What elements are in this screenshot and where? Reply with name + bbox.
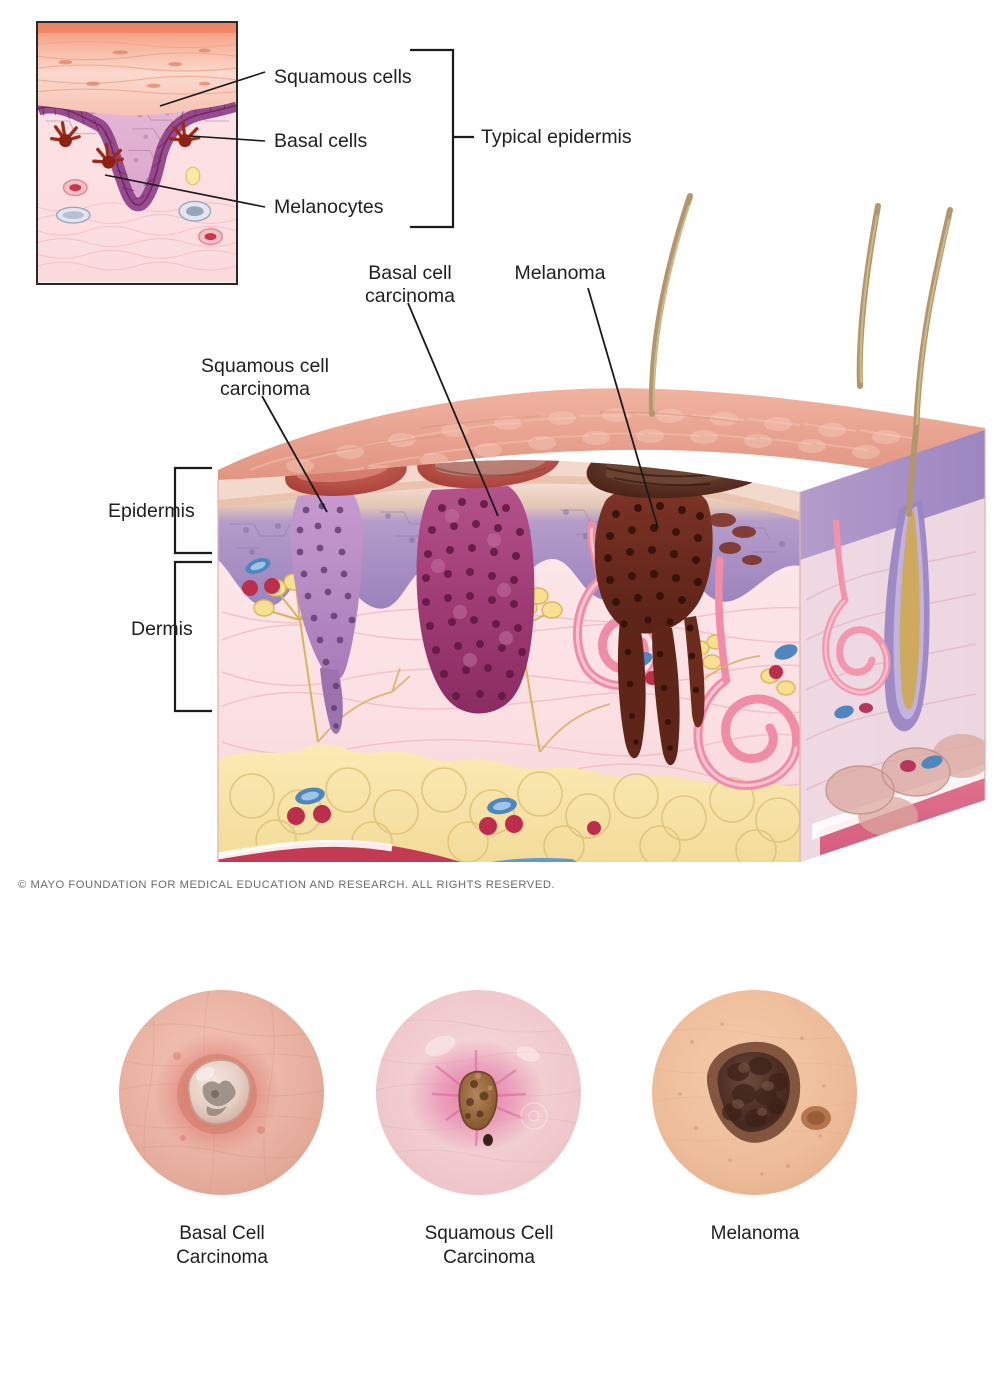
photo-basal-cell-carcinoma — [119, 990, 324, 1195]
inset-illustration — [38, 23, 236, 282]
typical-epidermis-inset — [36, 21, 238, 285]
inset-label-melanocytes: Melanocytes — [274, 196, 384, 218]
caption-bcc-line2: Carcinoma — [176, 1247, 268, 1268]
inset-label-basal-cells: Basal cells — [274, 130, 368, 152]
photo-squamous-cell-carcinoma — [376, 990, 581, 1195]
bcc-line2: carcinoma — [365, 285, 455, 307]
label-melanoma: Melanoma — [514, 262, 606, 284]
bcc-photo-art — [119, 990, 324, 1195]
caption-scc-line1: Squamous Cell — [424, 1223, 554, 1244]
layer-brackets — [173, 466, 212, 713]
bracket-epidermis — [173, 466, 212, 555]
hair-highlights — [652, 205, 950, 425]
photo-melanoma — [652, 990, 857, 1195]
inset-label-squamous-cells: Squamous cells — [274, 66, 412, 88]
caption-melanoma: Melanoma — [710, 1223, 800, 1244]
skin-surface — [218, 388, 985, 500]
label-epidermis: Epidermis — [108, 500, 195, 522]
leader-squamous-cell-carcinoma — [261, 395, 328, 513]
bracket-dermis — [173, 560, 212, 713]
scc-line2: carcinoma — [220, 378, 310, 400]
scc-photo-art — [376, 990, 581, 1195]
copyright-notice: © MAYO FOUNDATION FOR MEDICAL EDUCATION … — [18, 879, 556, 891]
bcc-line1: Basal cell — [368, 262, 452, 284]
lesion-leader-lines — [261, 287, 659, 529]
caption-scc-line2: Carcinoma — [443, 1247, 535, 1268]
label-dermis: Dermis — [131, 618, 193, 640]
typical-epidermis-label: Typical epidermis — [481, 126, 632, 148]
scc-line1: Squamous cell — [201, 355, 329, 377]
melanoma-photo-art — [652, 990, 857, 1195]
caption-bcc-line1: Basal Cell — [179, 1223, 265, 1244]
skin-block-illustration — [173, 193, 986, 862]
leader-melanoma — [587, 287, 659, 529]
leader-basal-cell-carcinoma — [407, 302, 499, 517]
basal-cell-carcinoma-lesion — [416, 460, 560, 714]
